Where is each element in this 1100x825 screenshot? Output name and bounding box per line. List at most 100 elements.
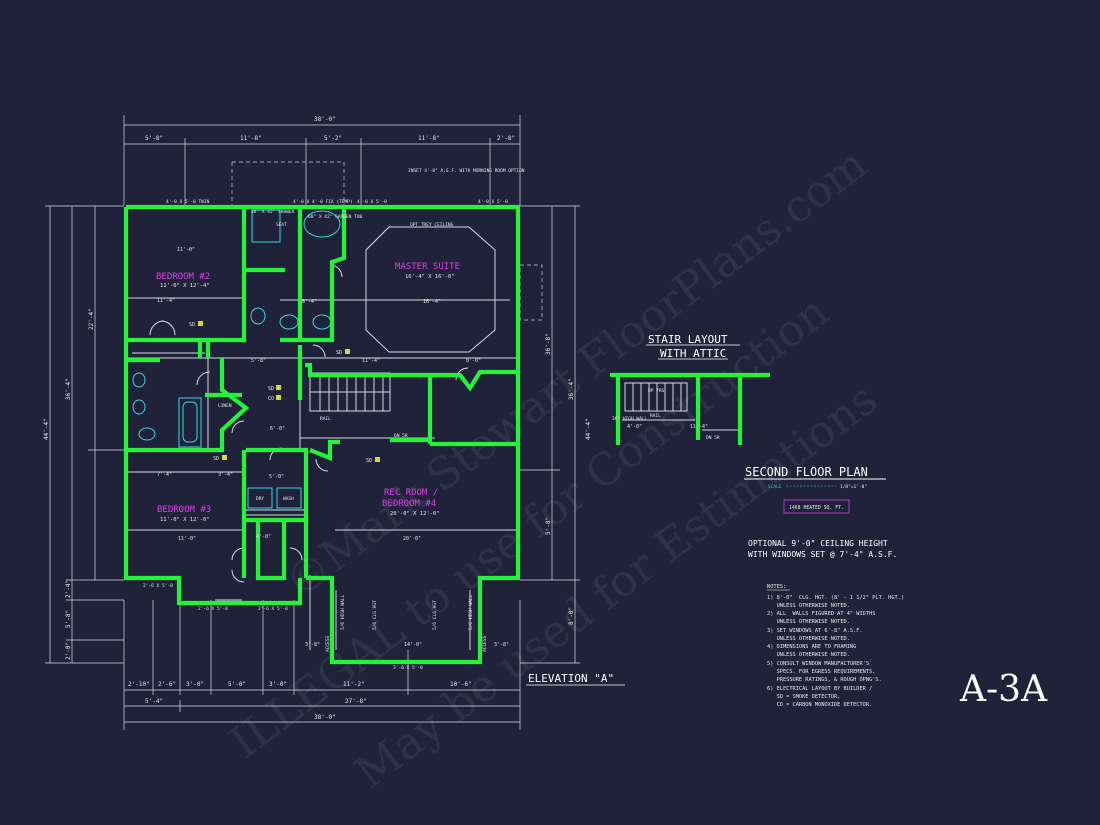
idim-15: 3'-8"	[494, 642, 509, 648]
note-line-10: SPECS. FOR EGRESS REQUIREMENTS,	[767, 669, 875, 675]
sd-label-3: SD	[268, 386, 274, 392]
note-line-11: PRESSURE RATINGS, & ROUGH OPNG'S.	[767, 677, 882, 683]
sd-label-5: SD	[366, 458, 372, 464]
idim-6: 11'-4"	[362, 358, 380, 364]
dim-bottom-5: 3'-0"	[269, 681, 287, 688]
sd-icon-2	[345, 349, 350, 354]
note-line-12: 6) ELECTRICAL LAYOUT BY BUILDER /	[767, 686, 872, 692]
idim-11: 20'-0"	[403, 536, 421, 542]
sd-icon-3	[276, 385, 281, 390]
stair-title-line2: WITH ATTIC	[660, 347, 726, 360]
callout-dryer: DRY	[256, 496, 264, 502]
note-line-7: 4) DIMENSIONS ARE TO FRAMING	[767, 644, 856, 650]
dim-top-overall: 38'-0"	[314, 116, 336, 123]
fixtures	[132, 209, 341, 509]
dim-top-2: 11'-8"	[240, 135, 262, 142]
rec-room-size: 20'-0" X 12'-0"	[390, 511, 440, 517]
dim-top-1: 5'-8"	[145, 135, 163, 142]
rec-room-name-2: BEDROOM #4	[382, 499, 436, 509]
dim-right-1: 36'-8"	[545, 333, 552, 355]
dim-bottom-overall: 38'-0"	[314, 714, 336, 721]
callout-washer: WASH	[283, 496, 294, 502]
window-tag-2: 4'-0 X 4'-0 FIX (TEMP)	[293, 199, 353, 205]
window-tag-1: 4'-0 X 5'-0 TWIN	[166, 199, 210, 205]
note-line-1: 1) 8'-0" CLG. HGT. (8' - 1 1/2" PLT. HGT…	[767, 595, 904, 601]
window-tag-5: 2'-6 X 5'-0	[143, 583, 173, 589]
window-tag-3: 4'-0 X 5'-0	[357, 199, 387, 205]
dim-left-3: 2'-4"	[65, 580, 72, 598]
sd-icon-5	[375, 457, 380, 462]
dim-bottom-1: 2'-10"	[128, 681, 150, 688]
dim-right-4: 8'-0"	[568, 607, 575, 625]
dim-left-4: 5'-8"	[65, 610, 72, 628]
note-line-4: UNLESS OTHERWISE NOTED.	[767, 619, 850, 625]
sd-icon-1	[198, 321, 203, 326]
idim-2: 11'-4"	[157, 298, 175, 304]
door-swings	[149, 264, 469, 583]
stair-layout-detail: STAIR LAYOUT WITH ATTIC UP 7RS 36" HIGH …	[610, 333, 770, 445]
callout-dn: DN 5R	[394, 433, 408, 439]
idim-12: 11'-0"	[178, 536, 196, 542]
note-line-13: SD = SMOKE DETECTOR,	[767, 694, 840, 700]
callout-knee-3: 5/6 CLG HGT	[432, 600, 438, 630]
interior-dimensions: 11'-0" 11'-4" 6'-4" 16'-4" 8'-0" 11'-4" …	[157, 247, 509, 648]
scale-label: SCALE	[768, 484, 782, 490]
sheet-number: A-3A	[959, 669, 1048, 710]
heated-area-box	[783, 499, 850, 514]
idim-16: 5'-0"	[269, 474, 284, 480]
stair-label-dim2: 11'-4"	[690, 424, 708, 430]
callout-tray: OPT TREY CEILING	[410, 222, 454, 228]
dimension-text: 38'-0" 5'-8" 11'-8" 5'-2" 11'-8" 2'-8" 2…	[43, 116, 592, 721]
note-line-9: 5) CONSULT WINDOW MANUFACTURER'S	[767, 661, 869, 667]
dim-bottom-mid-2: 27'-8"	[345, 698, 367, 705]
idim-3: 6'-4"	[302, 299, 317, 305]
idim-17: 4'-0"	[256, 534, 271, 540]
window-tag-8: 2'-6 X 5'-0	[258, 606, 288, 612]
dim-right-2: 36'-4"	[568, 378, 575, 400]
stair-label-rail: RAIL	[650, 413, 661, 419]
idim-1: 11'-0"	[177, 247, 195, 253]
heated-area: 1468 HEATED SQ. FT.	[789, 505, 844, 511]
note-line-3: 2) ALL WALLS FIGURED AT 4" WIDTHS	[767, 611, 875, 617]
stair-label-up: UP 7RS	[648, 388, 665, 394]
stair-label-wall: 36" HIGH WALL	[612, 416, 648, 422]
bedroom2-size: 11'-0" X 12'-4"	[160, 283, 210, 289]
bedroom2-name: BEDROOM #2	[156, 272, 210, 282]
plan-title-block: SECOND FLOOR PLAN SCALE 1/8"=1'-0" 1468 …	[526, 465, 897, 686]
optional-note-line1: OPTIONAL 9'-0" CEILING HEIGHT	[748, 539, 888, 548]
note-line-6: UNLESS OTHERWISE NOTED.	[767, 636, 850, 642]
callout-rail: RAIL	[320, 416, 331, 422]
master-name: MASTER SUITE	[395, 262, 460, 272]
sd-label-4: SD	[213, 456, 219, 462]
note-line-8: UNLESS OTHERWISE NOTED.	[767, 652, 850, 658]
watermark-line-2: ILLEGAL to use for Construction	[221, 286, 838, 769]
callout-seat: SEAT	[276, 222, 287, 228]
elevation-label: ELEVATION "A"	[528, 672, 614, 685]
idim-13: 3'-8"	[305, 642, 320, 648]
callout-knee-2: 5/6 CLG HGT	[372, 600, 378, 630]
dim-right-overall: 44'-4"	[585, 418, 592, 440]
window-tags: 4'-0 X 5'-0 TWIN 4'-0 X 4'-0 FIX (TEMP) …	[143, 199, 508, 671]
detectors: SD SD SD CO SD SD	[189, 321, 380, 464]
callout-shower: 36" X 42" SHOWER	[251, 209, 295, 215]
tray-ceiling	[365, 226, 496, 353]
idim-9: 7'-4"	[157, 472, 172, 478]
bedroom3-name: BEDROOM #3	[157, 505, 211, 515]
idim-5: 8'-0"	[466, 358, 481, 364]
master-bay-inset	[519, 264, 543, 321]
dim-left-overall: 44'-4"	[43, 418, 50, 440]
callout-access-left: ACCESS	[325, 635, 331, 652]
dimension-lines	[45, 115, 580, 730]
dim-left-1: 22'-4"	[88, 308, 95, 330]
room-labels: BEDROOM #2 11'-0" X 12'-4" MASTER SUITE …	[156, 262, 460, 523]
sd-label-2: SD	[336, 350, 342, 356]
master-size: 16'-4" X 16'-0"	[405, 274, 455, 280]
window-tag-6: 2'-6 X 5'-0	[198, 606, 228, 612]
dim-bottom-2: 2'-6"	[158, 681, 176, 688]
dim-right-3: 5'-8"	[545, 517, 552, 535]
plan-title: SECOND FLOOR PLAN	[745, 465, 868, 479]
note-line-5: 3) SET WINDOWS AT 6'-8" A.S.F.	[767, 628, 863, 634]
idim-7: 5'-8"	[251, 358, 266, 364]
dim-bottom-mid-1: 5'-4"	[145, 698, 163, 705]
window-tag-7: 3'-6 X 5'-0	[393, 665, 423, 671]
